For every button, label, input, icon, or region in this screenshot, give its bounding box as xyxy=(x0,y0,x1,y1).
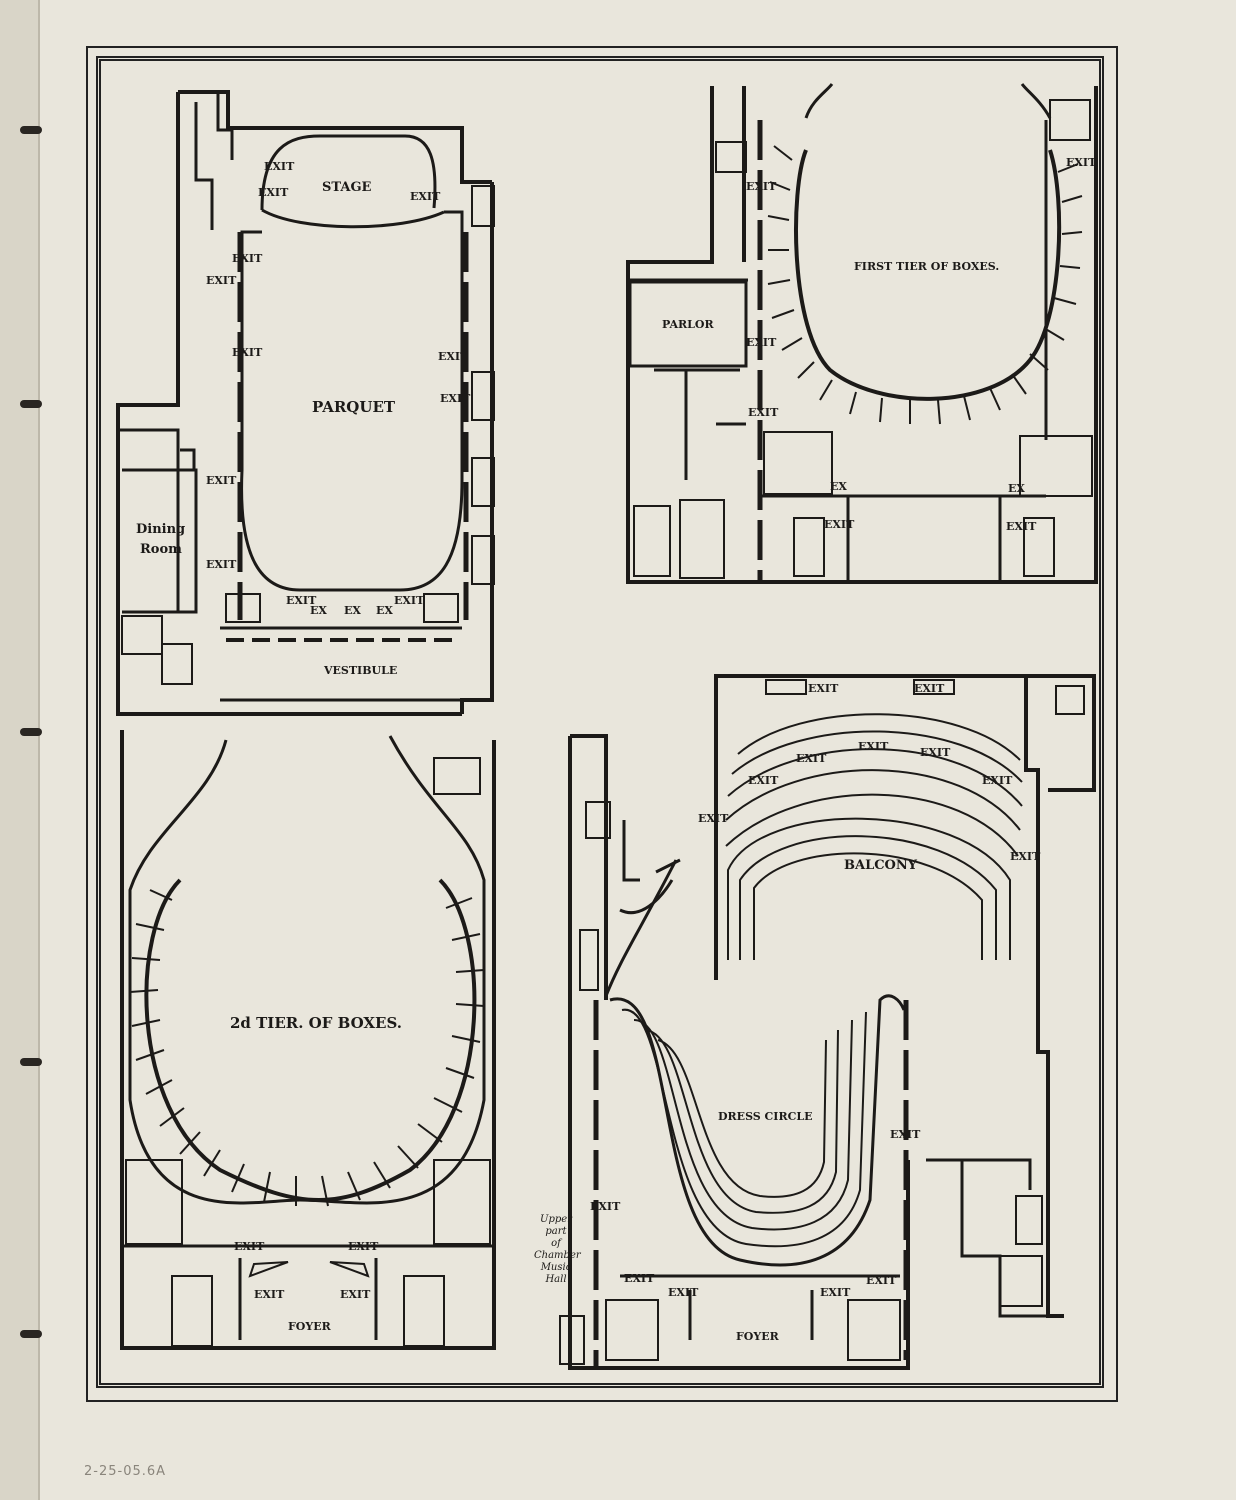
exit-label: EXIT xyxy=(254,1288,285,1301)
exit-label: EXIT xyxy=(824,518,855,531)
exit-label: EXIT xyxy=(698,812,729,825)
note-line: of xyxy=(551,1238,561,1249)
ex-label: EX xyxy=(344,604,361,617)
second-tier-title: 2d TIER. OF BOXES. xyxy=(230,1014,402,1032)
exit-label: EXIT xyxy=(234,1240,265,1253)
exit-label: EXIT xyxy=(914,682,945,695)
ex-label: EX xyxy=(830,480,847,493)
binding-stitch xyxy=(20,1058,42,1066)
exit-label: EXIT xyxy=(438,350,469,363)
balcony-title: BALCONY xyxy=(844,858,918,873)
exit-label: EXIT xyxy=(410,190,441,203)
page-frame-outer xyxy=(86,46,1118,1402)
exit-label: EXIT xyxy=(206,474,237,487)
exit-label: EXIT xyxy=(920,746,951,759)
exit-label: EXIT xyxy=(1066,156,1097,169)
binding-stitch xyxy=(20,400,42,408)
first-tier-plan xyxy=(626,83,1098,584)
dress-circle-plan xyxy=(559,734,1048,1370)
exit-label: EXIT xyxy=(348,1240,379,1253)
exit-label: EXIT xyxy=(264,160,295,173)
stage-label: STAGE xyxy=(322,180,372,195)
exit-label: EXIT xyxy=(748,406,779,419)
exit-label: EXIT xyxy=(746,336,777,349)
exit-label: EXIT xyxy=(866,1274,897,1287)
note-line: Chamber xyxy=(534,1250,581,1261)
ex-label: EX xyxy=(1008,482,1025,495)
exit-label: EXIT xyxy=(808,682,839,695)
balcony-plan xyxy=(714,674,1096,1318)
parquet-plan xyxy=(116,90,495,716)
note-line: Upper part xyxy=(540,1214,572,1237)
binding-stitch xyxy=(20,1330,42,1338)
exit-label: EXIT xyxy=(394,594,425,607)
dining-room-label: Room xyxy=(140,542,182,557)
note-line: Music xyxy=(540,1262,572,1273)
exit-label: EXIT xyxy=(820,1286,851,1299)
exit-label: EXIT xyxy=(1010,850,1041,863)
binding-stitch xyxy=(20,728,42,736)
first-tier-title: FIRST TIER OF BOXES. xyxy=(854,260,1000,273)
exit-label: EXIT xyxy=(340,1288,371,1301)
exit-label: EXIT xyxy=(206,274,237,287)
second-tier-plan xyxy=(120,730,496,1350)
chamber-music-hall-note: Upper part of Chamber Music Hall xyxy=(534,1214,581,1286)
exit-label: EXIT xyxy=(286,594,317,607)
exit-label: EXIT xyxy=(258,186,289,199)
vestibule-label: VESTIBULE xyxy=(324,664,398,677)
exit-label: EXIT xyxy=(590,1200,621,1213)
exit-label: EXIT xyxy=(1006,520,1037,533)
exit-label: EXIT xyxy=(232,252,263,265)
dress-circle-title: DRESS CIRCLE xyxy=(718,1110,813,1123)
parquet-title: PARQUET xyxy=(312,398,396,416)
exit-label: EXIT xyxy=(796,752,827,765)
ex-label: EX xyxy=(310,604,327,617)
parlor-label: PARLOR xyxy=(662,318,714,331)
exit-label: EXIT xyxy=(668,1286,699,1299)
exit-label: EXIT xyxy=(982,774,1013,787)
foyer-label: FOYER xyxy=(288,1320,331,1333)
exit-label: EXIT xyxy=(858,740,889,753)
exit-label: EXIT xyxy=(232,346,263,359)
note-line: Hall xyxy=(545,1274,567,1285)
binding-stitch xyxy=(20,126,42,134)
pencil-annotation: 2-25-05.6A xyxy=(84,1464,167,1479)
exit-label: EXIT xyxy=(890,1128,921,1141)
page-gutter xyxy=(0,0,40,1500)
exit-label: EXIT xyxy=(746,180,777,193)
page-frame-inner xyxy=(96,56,1104,1388)
exit-label: EXIT xyxy=(440,392,471,405)
foyer-label: FOYER xyxy=(736,1330,779,1343)
exit-label: EXIT xyxy=(206,558,237,571)
exit-label: EXIT xyxy=(624,1272,655,1285)
ex-label: EX xyxy=(376,604,393,617)
exit-label: EXIT xyxy=(748,774,779,787)
dining-room-label: Dining xyxy=(136,522,186,537)
